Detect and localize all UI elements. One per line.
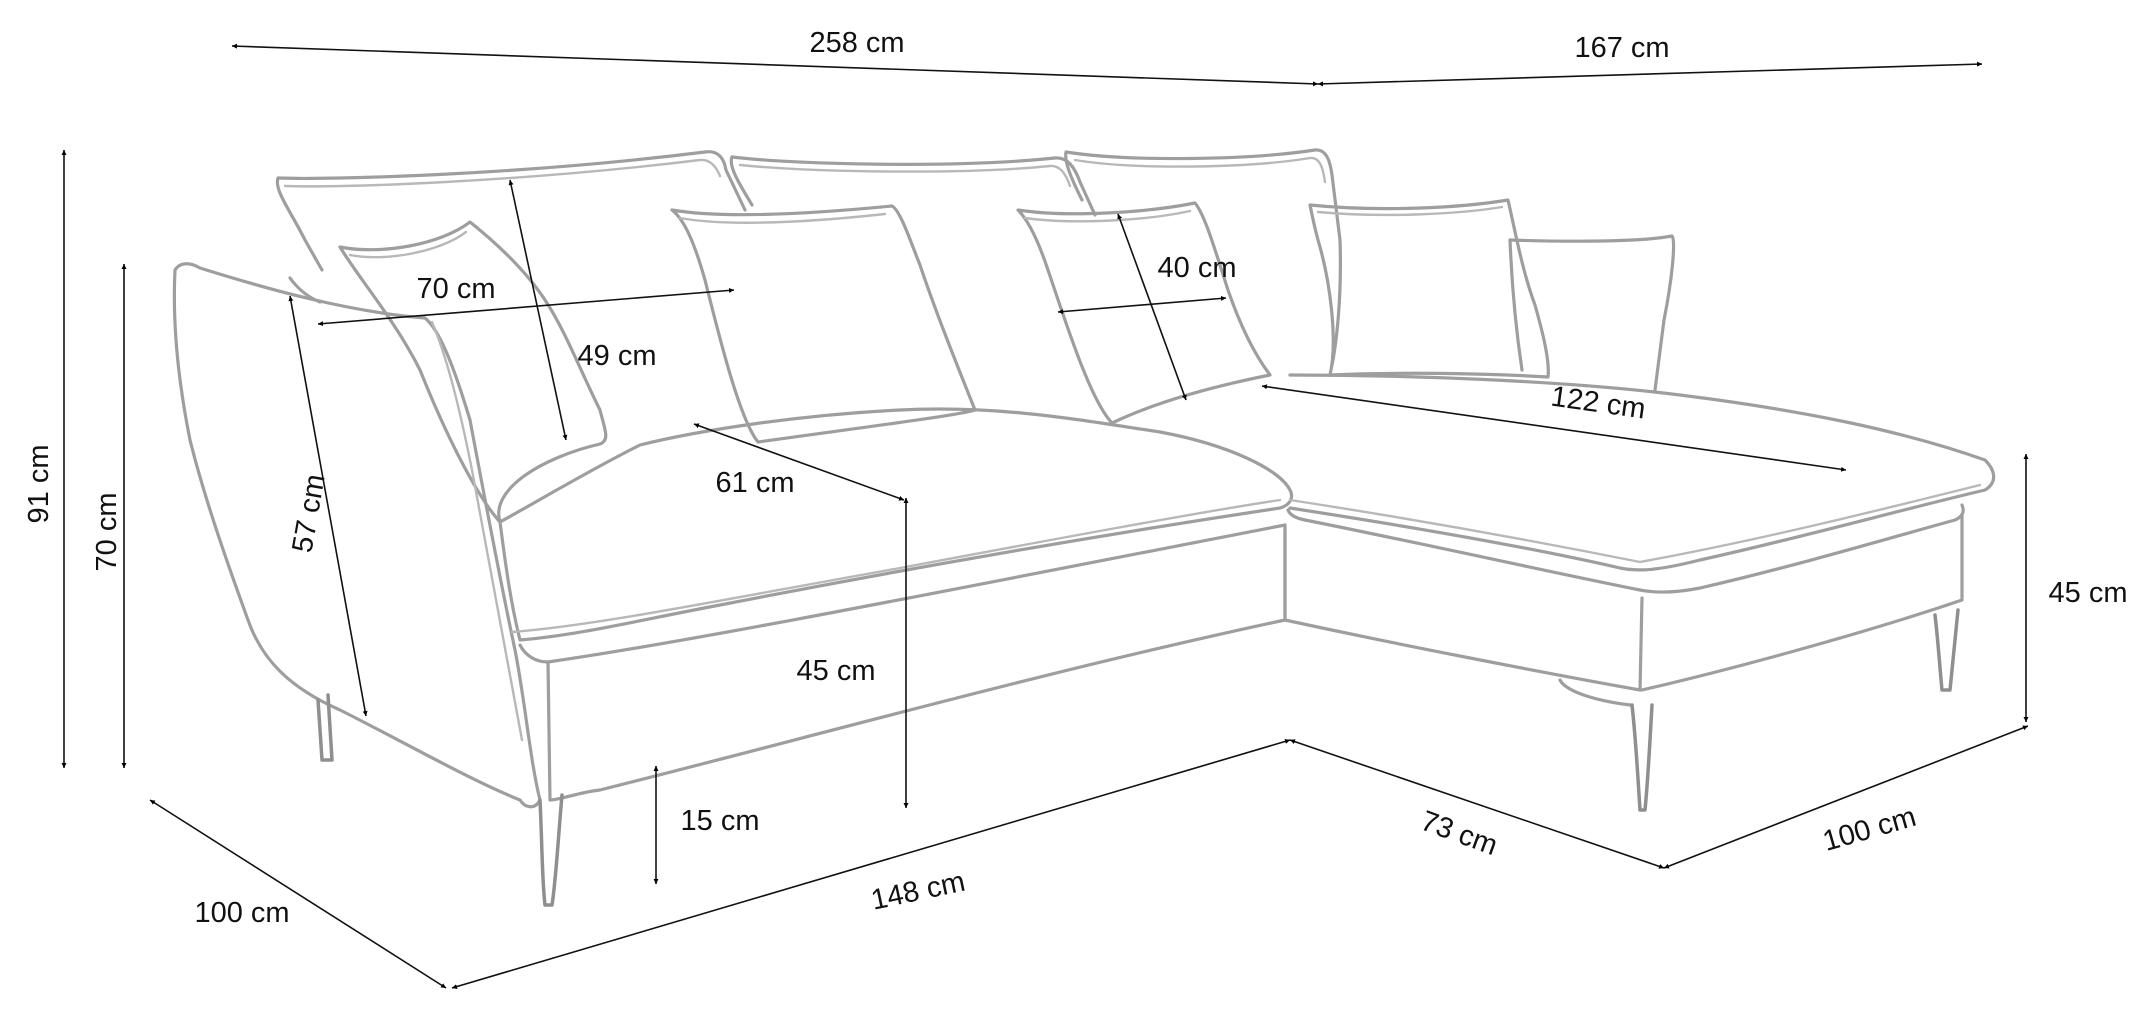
sofa-outline <box>172 148 1996 907</box>
arrow-100-left <box>149 799 447 989</box>
pillow-right <box>1016 201 1272 425</box>
leg-back-left <box>316 693 334 762</box>
label-chaise-depth: 100 cm <box>1819 801 1919 858</box>
label-total-height: 91 cm <box>23 445 55 524</box>
label-seat-height: 45 cm <box>797 655 876 687</box>
label-leg-height: 15 cm <box>681 805 760 837</box>
label-pillow-height: 49 cm <box>578 340 657 372</box>
pillow-far-right <box>1308 198 1550 379</box>
sofa-base <box>546 528 1287 802</box>
back-cushion-right <box>1064 148 1342 367</box>
arrow-167 <box>1317 61 1983 87</box>
label-total-width-right: 167 cm <box>1574 32 1669 64</box>
arrow-73 <box>1289 739 1665 869</box>
label-seat-depth: 61 cm <box>716 467 795 499</box>
arrow-49 <box>508 179 568 441</box>
label-depth-left: 100 cm <box>194 897 289 929</box>
arrow-122 <box>1261 384 1847 472</box>
label-armrest-height: 70 cm <box>91 493 123 572</box>
back-cushion-left <box>275 150 747 272</box>
main-seat <box>498 407 1294 642</box>
leg-front-left <box>538 793 564 907</box>
pillow-left <box>338 220 608 524</box>
leg-back-right <box>1933 608 1960 692</box>
label-backrest-height: 57 cm <box>287 472 332 555</box>
arrow-100-right <box>1663 725 2029 869</box>
arrow-61 <box>693 423 905 501</box>
label-chaise-height: 45 cm <box>2049 577 2128 609</box>
arrow-258 <box>231 43 1319 87</box>
arrow-40-width <box>1057 295 1227 315</box>
leg-front-right <box>1630 703 1654 812</box>
pillow-middle <box>670 204 977 444</box>
label-front-length: 148 cm <box>868 866 968 917</box>
dimension-arrows <box>61 43 2029 989</box>
arrow-40-height <box>1117 213 1187 401</box>
back-cushion-middle <box>729 155 1097 217</box>
label-chaise-front: 73 cm <box>1416 805 1501 862</box>
dimension-labels: 258 cm 167 cm 91 cm 70 cm 57 cm 70 cm 49… <box>23 27 2127 929</box>
arrow-148 <box>451 739 1291 989</box>
label-chaise-length: 122 cm <box>1549 381 1648 426</box>
label-pillow-width: 70 cm <box>417 273 496 305</box>
label-small-pillow-width: 40 cm <box>1158 252 1237 284</box>
label-total-width-left: 258 cm <box>809 27 904 59</box>
chaise-base <box>1283 513 1964 692</box>
arrow-57 <box>288 295 368 717</box>
chaise-back-cushion <box>1508 234 1676 392</box>
